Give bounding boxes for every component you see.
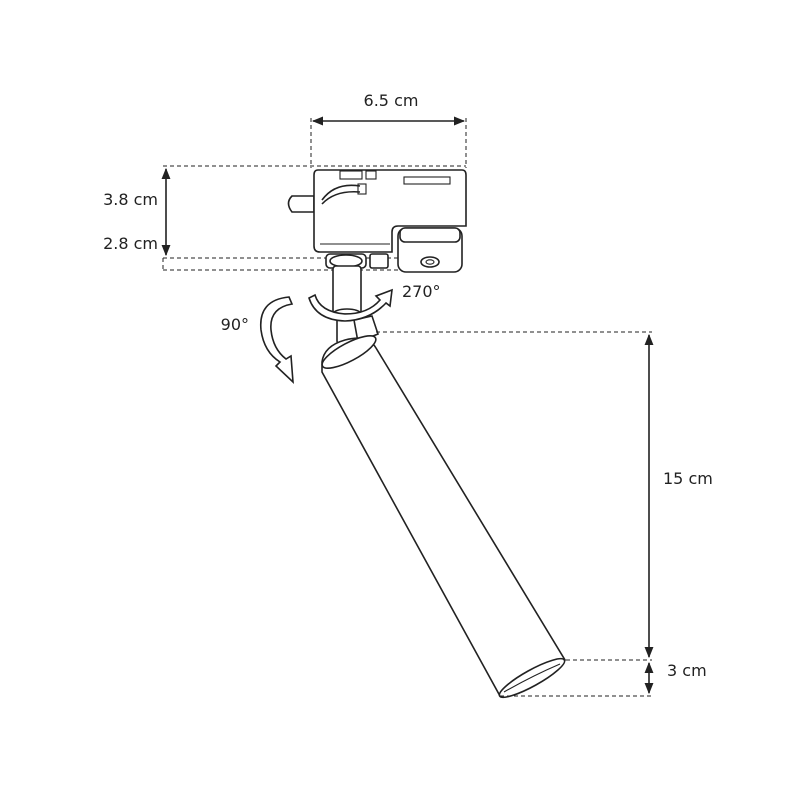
adjustment-knob: [397, 227, 463, 273]
tilt-arrow: 90°: [221, 296, 294, 384]
width-dimension: 6.5 cm: [310, 91, 467, 168]
height-top-label: 3.8 cm: [103, 190, 158, 209]
rotation-270-arrow-icon: [308, 288, 393, 322]
tube-length-dimension: 15 cm: [376, 331, 713, 661]
tilt-label: 90°: [221, 315, 249, 334]
spotlight-tube: [321, 335, 567, 699]
track-adapter: [287, 169, 467, 273]
width-label: 6.5 cm: [364, 91, 419, 110]
height-bottom-label: 2.8 cm: [103, 234, 158, 253]
tube-diameter-dimension: 3 cm: [500, 661, 707, 697]
tube-diameter-label: 3 cm: [667, 661, 707, 680]
rotation-90-arrow-icon: [259, 296, 294, 384]
swivel-arrow: 270°: [308, 282, 441, 322]
swivel-label: 270°: [402, 282, 441, 301]
adapter-side-tab: [287, 195, 315, 213]
tube-length-label: 15 cm: [663, 469, 713, 488]
adapter-housing: [313, 169, 467, 253]
